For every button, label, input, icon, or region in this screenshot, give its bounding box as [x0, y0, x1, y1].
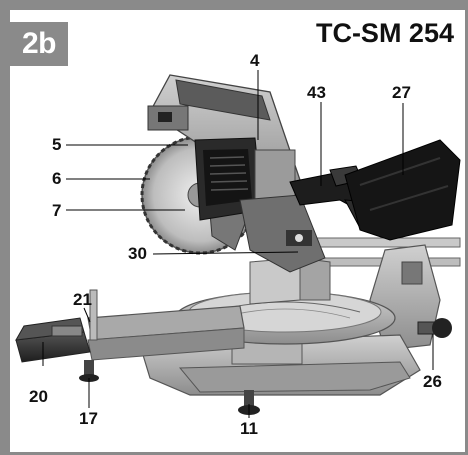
table-extension	[87, 289, 245, 361]
callout-43: 43	[307, 83, 326, 102]
callout-17: 17	[79, 409, 98, 428]
callout-27: 27	[392, 83, 411, 102]
callout-11: 11	[240, 419, 258, 438]
callout-7: 7	[52, 201, 62, 220]
callout-6: 6	[52, 169, 62, 188]
callout-4: 4	[250, 51, 260, 70]
model-title: TC-SM 254	[315, 18, 454, 48]
frame-right-border	[465, 0, 468, 455]
saw-base	[139, 334, 421, 396]
figure-badge: 2b	[10, 22, 68, 66]
saw-head-arm	[239, 194, 326, 273]
callout-21: 21	[73, 290, 92, 309]
frame-top-border	[0, 0, 468, 10]
callout-26: 26	[423, 372, 442, 391]
locking-knob	[417, 318, 452, 338]
frame-bottom-border	[0, 452, 468, 455]
callout-leaders	[42, 70, 434, 418]
dust-bag	[344, 139, 461, 241]
callout-5: 5	[52, 135, 62, 154]
callout-30: 30	[128, 244, 147, 263]
frame-left-border	[0, 0, 10, 455]
workpiece-support	[15, 317, 91, 363]
callout-20: 20	[29, 387, 48, 406]
